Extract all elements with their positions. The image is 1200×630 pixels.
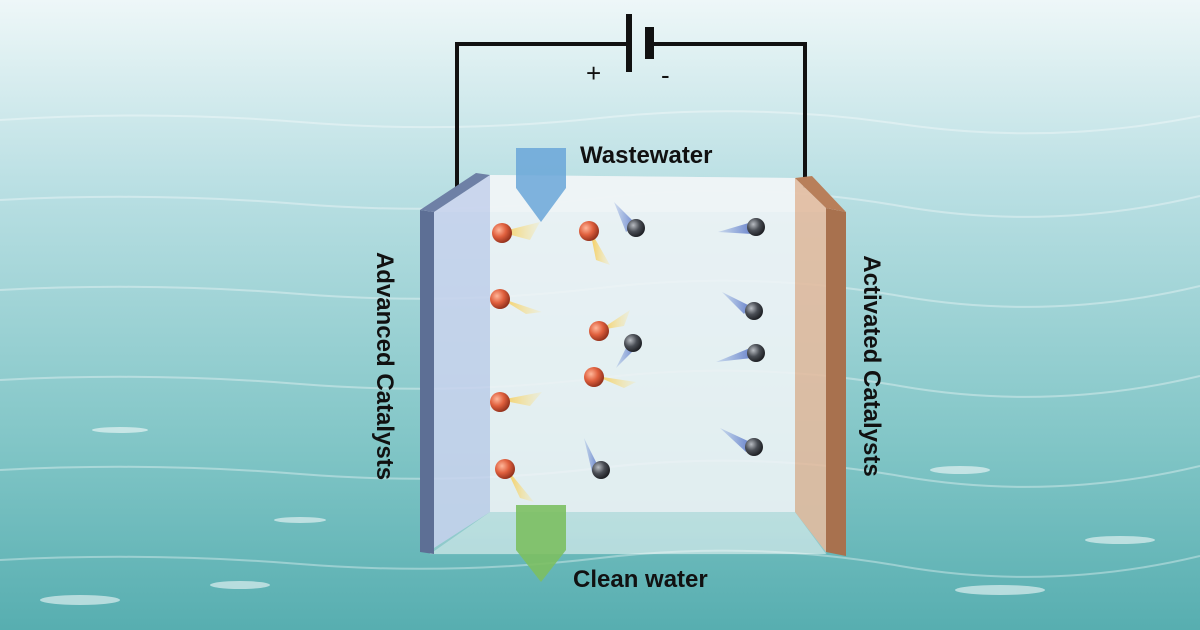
dark-particle: [722, 292, 763, 320]
red-particles: [490, 221, 636, 502]
red-particle: [495, 459, 534, 502]
red-particle: [492, 222, 540, 243]
dark-particle: [716, 344, 765, 362]
outlet-arrow: [516, 505, 566, 582]
dark-particle: [614, 202, 645, 237]
anode-plate-edge: [420, 210, 434, 554]
dark-particle: [718, 218, 765, 236]
red-particle: [589, 310, 630, 341]
tank-bottom-face: [430, 512, 826, 554]
red-particle: [490, 289, 542, 314]
circuit-wire: [455, 42, 807, 188]
anode-plate-face: [434, 175, 490, 548]
inlet-arrow: [516, 148, 566, 222]
water-sparkles: [40, 427, 1155, 605]
positive-terminal-label: +: [586, 58, 602, 88]
right-electrode-label: Activated Catalysts: [858, 255, 885, 477]
dark-particle: [584, 438, 610, 479]
red-particle: [584, 367, 636, 388]
battery-icon: [626, 14, 654, 72]
cathode-plate-edge: [826, 208, 846, 556]
dark-particle: [616, 334, 642, 368]
left-electrode-label: Advanced Catalysts: [371, 251, 398, 481]
cathode-plate-top: [795, 176, 846, 212]
inlet-label: Wastewater: [580, 142, 713, 169]
anode-plate-top: [420, 173, 490, 212]
negative-terminal-label: -: [661, 60, 670, 90]
tank-back-panel: [490, 175, 795, 512]
cathode-plate-face: [795, 178, 826, 552]
dark-particle: [720, 428, 763, 456]
dark-particles: [584, 202, 765, 479]
outlet-label: Clean water: [573, 566, 708, 593]
red-particle: [579, 221, 610, 265]
red-particle: [490, 392, 542, 412]
